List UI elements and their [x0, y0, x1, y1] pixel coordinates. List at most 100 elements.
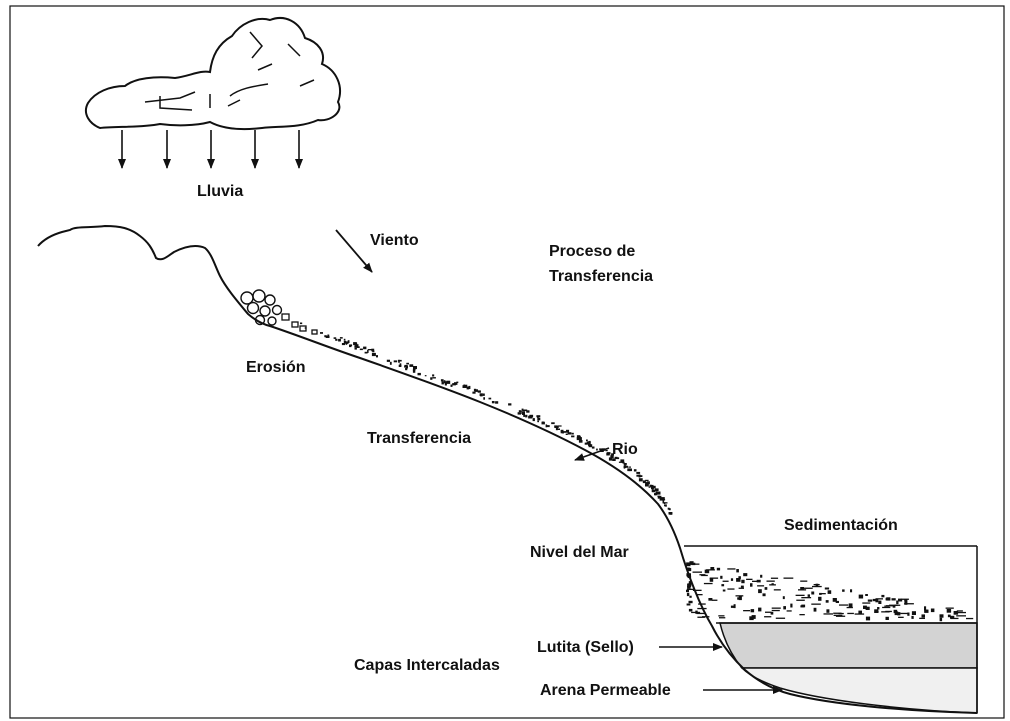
gravel-grain [523, 413, 525, 417]
gravel-grain [474, 389, 478, 392]
sediment-grain [738, 587, 744, 589]
sediment-grain [897, 612, 901, 616]
sediment-grain [766, 580, 775, 582]
sediment-grain [800, 605, 805, 608]
gravel-grain [558, 425, 562, 427]
gravel-grain [541, 421, 544, 423]
gravel-grain [588, 443, 591, 446]
sediment-grain [727, 588, 735, 590]
gravel-grain [541, 421, 545, 425]
gravel-grain [363, 346, 367, 350]
sediment-grain [696, 612, 705, 615]
sediment-grain [956, 611, 966, 614]
sediment-grain [688, 608, 693, 612]
sediment-grain [719, 617, 726, 619]
gravel-grain [479, 393, 483, 396]
sediment-grain [891, 598, 896, 601]
gravel-grain [642, 480, 646, 484]
label-rio: Rio [612, 441, 638, 458]
gravel-grain [405, 367, 408, 371]
boulders [240, 289, 318, 335]
label-erosion: Erosión [246, 359, 306, 376]
gravel-grain [456, 381, 459, 384]
sediment-grain [884, 605, 890, 607]
sediment-grain [889, 604, 898, 606]
sediment-grain [898, 616, 904, 618]
gravel-grain [345, 343, 348, 345]
sediment-grain [813, 607, 817, 612]
gravel-grain [532, 418, 535, 422]
sediment-grain [850, 589, 853, 593]
gravel-grain [636, 474, 640, 477]
gravel-grain [525, 414, 528, 418]
gravel-grain [450, 384, 453, 387]
gravel-grain [571, 432, 574, 435]
gravel-grain [654, 488, 659, 491]
gravel-grain [367, 349, 369, 353]
gravel-grain [521, 408, 524, 411]
sediment-grain [721, 584, 725, 587]
gravel-grain [586, 439, 588, 442]
gravel-grain [345, 341, 349, 344]
sediment-grain [704, 569, 710, 574]
gravel-grain [611, 453, 614, 456]
sediment-grain [865, 616, 871, 621]
sediment-grain [885, 597, 889, 601]
gravel-grain [576, 435, 581, 439]
sediment-grain [896, 600, 899, 605]
gravel-grain [473, 388, 477, 392]
sediment-grain [686, 603, 691, 606]
sediment-grain [838, 612, 844, 615]
gravel-grain [646, 481, 650, 485]
gravel-grain [578, 436, 581, 439]
gravel-grain [571, 435, 575, 438]
diagram-frame [9, 5, 1005, 719]
gravel-grain [517, 412, 522, 415]
gravel-grain [495, 401, 499, 404]
sediment-grain [803, 587, 813, 589]
sediment-grain [687, 586, 691, 589]
sediment-grain [706, 569, 715, 571]
sediment-grain [800, 580, 808, 582]
gravel-grain [367, 349, 372, 351]
sediment-grain [757, 585, 765, 587]
sediment-grain [730, 578, 734, 581]
sediment-grain [743, 610, 751, 612]
gravel-grain [333, 337, 337, 339]
sediment-grain [878, 600, 882, 604]
gravel-grain [655, 491, 658, 495]
sediment-grain [835, 615, 846, 617]
sediment-grain [743, 573, 748, 577]
sediment-grain [711, 599, 718, 601]
sediment-grain [703, 582, 713, 585]
sediment-grain [773, 589, 781, 591]
sediment-grain [885, 610, 892, 613]
sediment-grain [686, 567, 690, 570]
sediment-grain [764, 616, 772, 618]
sediment-grain [894, 611, 899, 616]
sediment-grain [811, 603, 821, 605]
sediment-grain [687, 583, 692, 588]
gravel-grain [472, 391, 476, 394]
sediment-grain [752, 580, 758, 582]
sediment-grain [740, 585, 744, 588]
gravel-grain [555, 425, 559, 428]
sediment-grain [687, 573, 691, 578]
gravel-grain [350, 344, 353, 347]
gravel-grain [645, 483, 649, 487]
gravel-grain [623, 464, 627, 466]
sediment-grain [692, 571, 702, 573]
gravel-grain [354, 345, 359, 348]
sediment-grain [956, 615, 966, 617]
gravel-grain [508, 403, 512, 406]
sediment-grain [875, 598, 883, 600]
sediment-grain [921, 614, 925, 618]
sediment-grain [699, 574, 706, 576]
sediment-grain [750, 609, 755, 613]
gravel-grain [651, 489, 655, 493]
gravel-grain [320, 332, 323, 334]
gravel-grain [371, 352, 376, 357]
sediment-grain [939, 614, 944, 618]
gravel-grain [623, 465, 626, 468]
gravel-grain [341, 343, 346, 346]
